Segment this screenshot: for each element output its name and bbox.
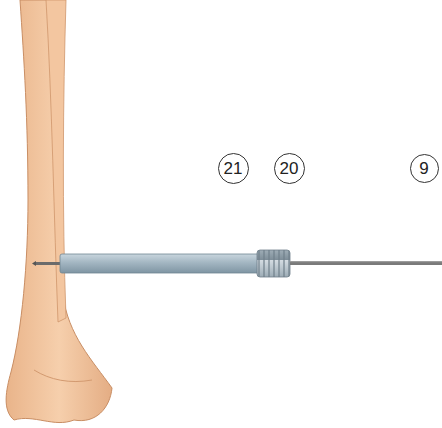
callout-circle: 20 [274,153,305,184]
callout-number: 21 [224,160,243,177]
callout-number: 9 [419,160,428,177]
callout-circle: 21 [218,153,249,184]
callout-number: 20 [280,160,299,177]
callout-circle: 9 [410,154,439,183]
